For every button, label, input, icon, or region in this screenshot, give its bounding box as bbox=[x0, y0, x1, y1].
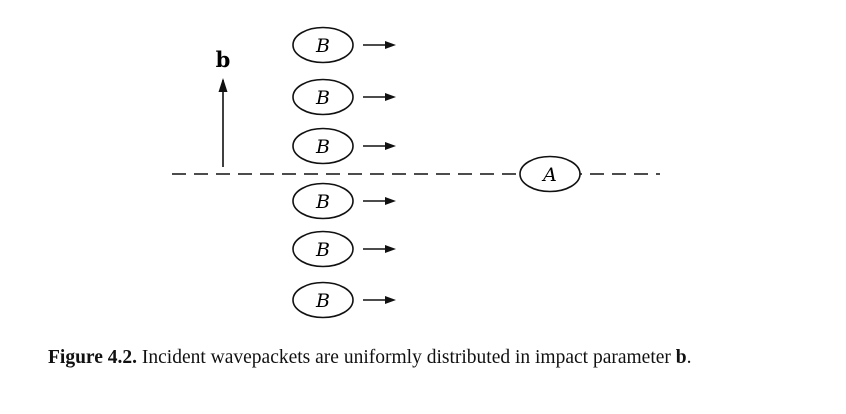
wavepacket-ellipse bbox=[292, 182, 354, 220]
wavepacket-label: B bbox=[315, 290, 330, 312]
wavepacket-label: B bbox=[315, 35, 330, 57]
wavepacket-label: B bbox=[315, 191, 330, 213]
wavepacket-label: B bbox=[315, 136, 330, 158]
wavepacket-arrowhead bbox=[385, 245, 396, 253]
target: A bbox=[519, 155, 581, 193]
figure-caption: Figure 4.2. Incident wavepackets are uni… bbox=[48, 344, 808, 371]
wavepacket-ellipse bbox=[292, 78, 354, 116]
wavepacket-ellipse bbox=[292, 281, 354, 319]
target-label: A bbox=[541, 164, 557, 186]
wavepacket-ellipse bbox=[292, 230, 354, 268]
wavepacket-ellipse bbox=[292, 26, 354, 64]
target-ellipse bbox=[519, 155, 581, 193]
wavepacket: B bbox=[292, 26, 396, 64]
caption-figure-number: Figure 4.2. bbox=[48, 347, 138, 368]
wavepacket-arrowhead bbox=[385, 296, 396, 304]
caption-bold-term: b bbox=[675, 347, 687, 368]
caption-end: . bbox=[686, 347, 692, 368]
wavepacket-arrowhead bbox=[385, 142, 396, 150]
wavepacket-ellipse bbox=[292, 127, 354, 165]
wavepacket: B bbox=[292, 127, 396, 165]
wavepacket-label: B bbox=[315, 87, 330, 109]
wavepacket-column: B B B B B B bbox=[292, 26, 396, 319]
scattering-diagram: b B B B B B B A bbox=[172, 26, 660, 319]
wavepacket-arrowhead bbox=[385, 93, 396, 101]
caption-text: Incident wavepackets are uniformly distr… bbox=[137, 347, 676, 368]
wavepacket-arrowhead bbox=[385, 41, 396, 49]
wavepacket: B bbox=[292, 78, 396, 116]
wavepacket: B bbox=[292, 281, 396, 319]
wavepacket-label: B bbox=[315, 239, 330, 261]
wavepacket: B bbox=[292, 182, 396, 220]
impact-parameter-label: b bbox=[216, 47, 231, 72]
wavepacket: B bbox=[292, 230, 396, 268]
impact-parameter-arrowhead bbox=[218, 78, 228, 92]
wavepacket-arrowhead bbox=[385, 197, 396, 205]
